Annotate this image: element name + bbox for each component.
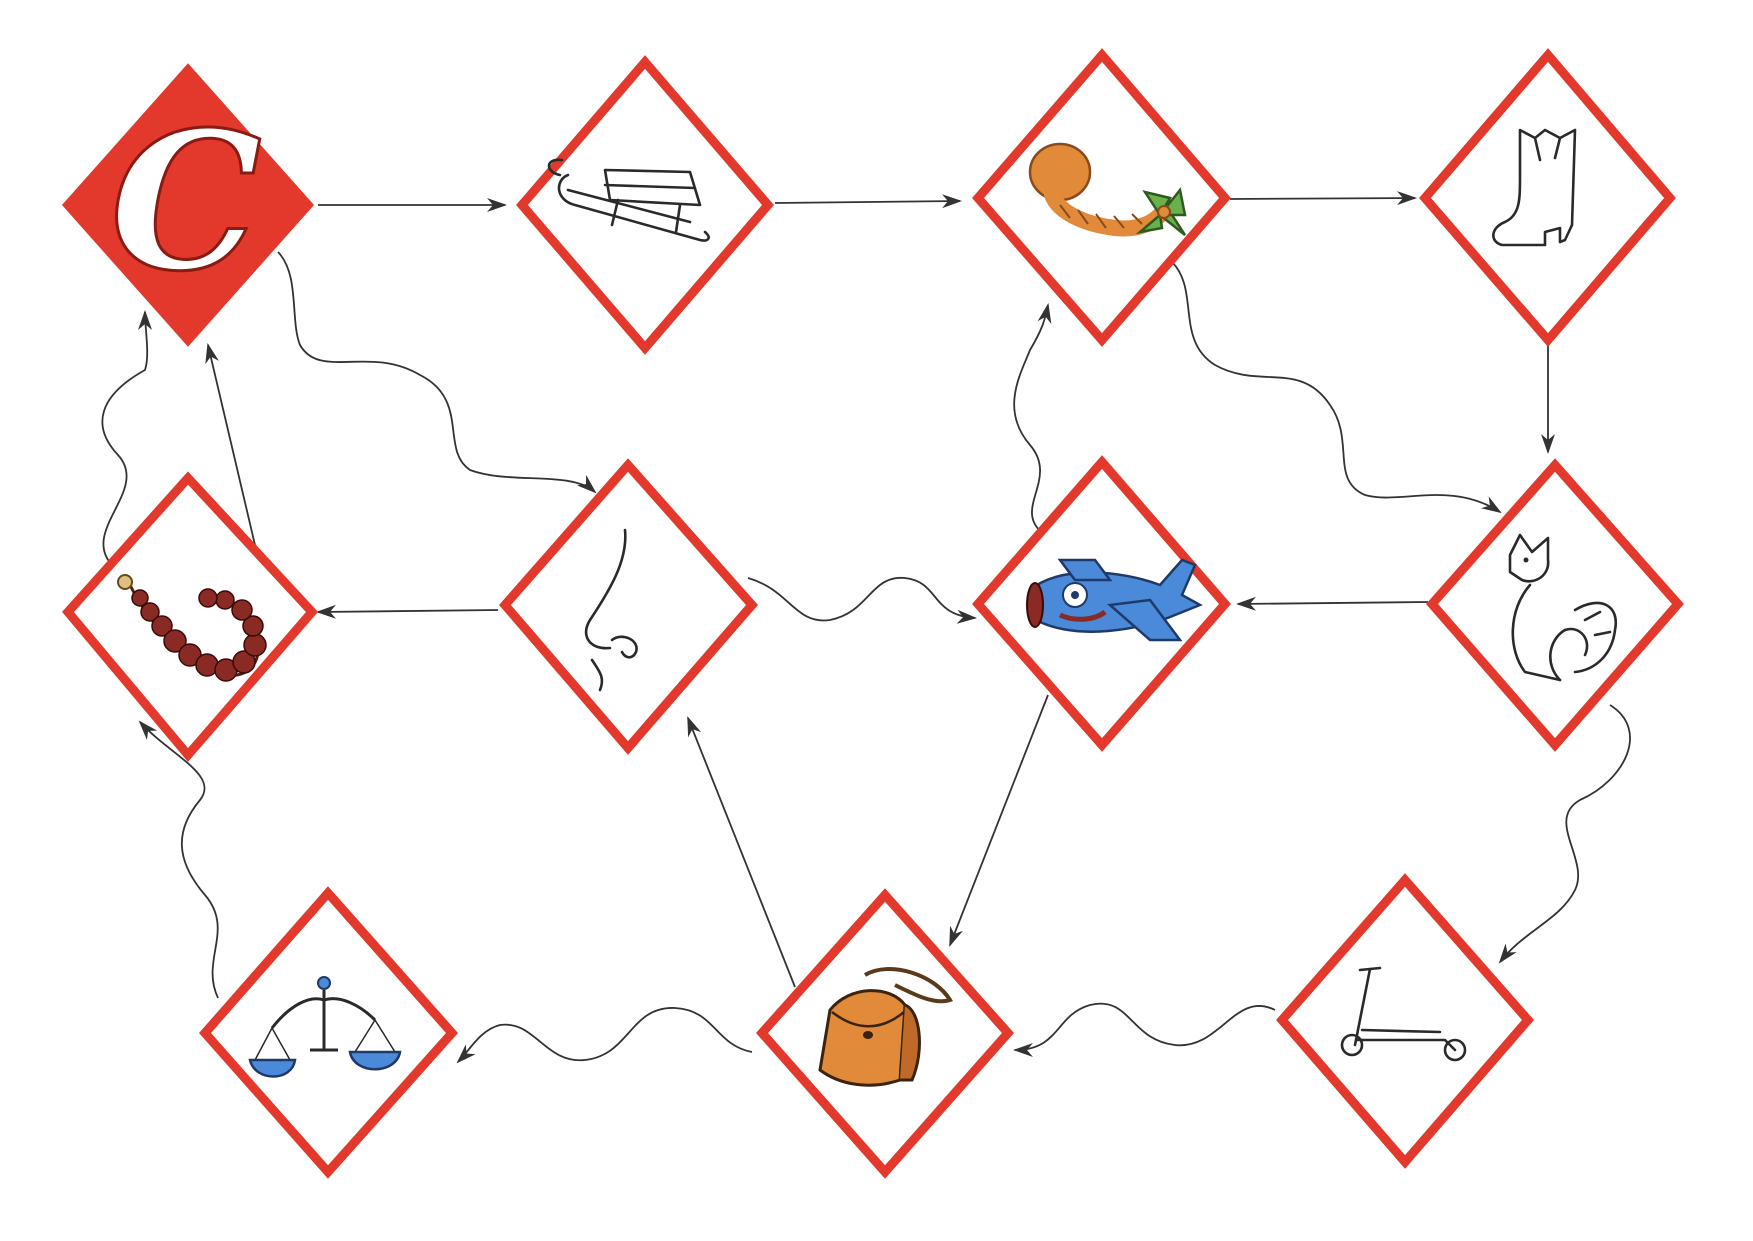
node-braid <box>972 48 1231 347</box>
arrow-beads-to-letter-straight <box>205 343 256 546</box>
start-diamond <box>61 63 315 347</box>
boot-icon <box>1492 128 1577 247</box>
node-fox <box>1426 458 1684 752</box>
arrow-nose-to-airplane <box>747 577 977 624</box>
bag-icon <box>818 967 954 1087</box>
node-airplane <box>972 455 1231 752</box>
node-beads <box>62 471 319 762</box>
arrow-scales-to-beads <box>138 720 219 999</box>
scales-diamond <box>199 886 459 1179</box>
beads-diamond <box>62 471 319 762</box>
nose-icon <box>584 528 638 692</box>
arrow-letter-to-nose <box>277 251 597 494</box>
boot-diamond <box>1419 48 1676 347</box>
start-letter: С <box>110 90 261 313</box>
arrow-sled-to-braid <box>774 194 962 209</box>
scooter-icon <box>1340 966 1467 1062</box>
arrow-scooter-to-bag <box>1013 1002 1276 1057</box>
scales-icon <box>248 976 402 1078</box>
edges <box>101 191 1631 1064</box>
arrow-airplane-to-bag <box>949 694 1049 947</box>
scooter-diamond <box>1276 873 1534 1169</box>
sled-icon <box>547 158 710 242</box>
arrow-fox-to-airplane <box>1236 596 1429 611</box>
node-bag <box>755 888 1015 1179</box>
braid-diamond <box>972 48 1231 347</box>
nose-diamond <box>499 458 758 755</box>
arrow-bag-to-nose <box>687 716 796 988</box>
node-nose <box>499 458 758 755</box>
beads-icon <box>117 574 267 682</box>
arrow-beads-to-letter-wavy <box>101 310 153 566</box>
braid-icon <box>1028 142 1187 237</box>
arrow-braid-to-boot <box>1229 191 1417 206</box>
arrow-airplane-to-braid <box>1013 303 1052 536</box>
fox-icon <box>1508 533 1618 682</box>
node-letter-s: С <box>61 63 315 347</box>
arrow-nose-to-beads <box>316 604 499 619</box>
sled-diamond <box>516 55 774 355</box>
arrow-fox-to-scooter <box>1498 704 1631 964</box>
arrow-braid-to-fox <box>1171 261 1502 514</box>
node-sled <box>516 55 774 355</box>
node-scales <box>199 886 459 1179</box>
airplane-icon <box>1026 558 1203 642</box>
arrow-bag-to-scales <box>456 1007 753 1064</box>
node-scooter <box>1276 873 1534 1169</box>
fox-diamond <box>1426 458 1684 752</box>
node-boot <box>1419 48 1676 347</box>
